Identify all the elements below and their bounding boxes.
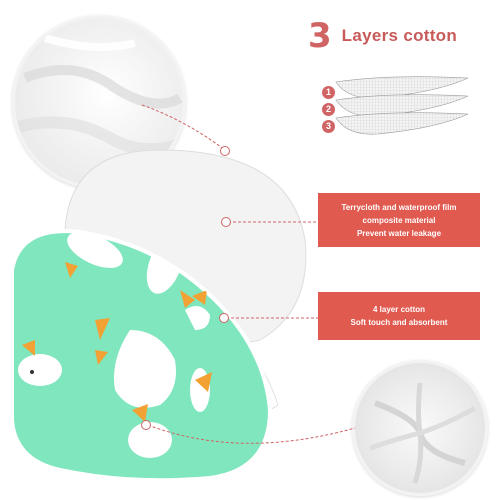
layer-2-shape [335, 94, 469, 117]
header-number: 3 [308, 16, 332, 56]
feature2-line1: 4 layer cotton [372, 305, 425, 314]
layer-badge-2: 2 [322, 103, 335, 116]
cotton-closeup [352, 360, 488, 496]
header: 3 Layers cotton [308, 16, 458, 56]
layer-1-shape [335, 76, 469, 99]
layer-badge-1: 1 [322, 86, 335, 99]
duck-3 [95, 290, 210, 408]
header-title: Layers cotton [341, 26, 458, 45]
pin-cotton [219, 313, 229, 323]
duck-1 [65, 232, 123, 278]
layer-3-shape [335, 112, 469, 135]
feature-box-terrycloth: Terrycloth and waterproof film composite… [318, 193, 480, 247]
cotton-folds [369, 382, 477, 484]
pin-top [220, 146, 230, 156]
layers-diagram [335, 76, 469, 135]
duck-5 [128, 404, 172, 458]
terrycloth-folds [15, 34, 183, 156]
feature-box-cotton: 4 layer cotton Soft touch and absorbent [318, 292, 480, 340]
pin-bottom [141, 420, 151, 430]
duck-6 [190, 368, 212, 412]
feature1-line3: Prevent water leakage [356, 228, 442, 238]
duck-4 [18, 340, 62, 386]
feature2-line2: Soft touch and absorbent [350, 318, 448, 327]
layer-badge-3: 3 [322, 120, 335, 133]
leader-line-top [141, 104, 226, 151]
feature1-line2: composite material [362, 215, 436, 225]
leader-line-bottom [147, 424, 356, 444]
feature1-line1: Terrycloth and waterproof film [341, 202, 457, 212]
pin-terry [221, 217, 231, 227]
